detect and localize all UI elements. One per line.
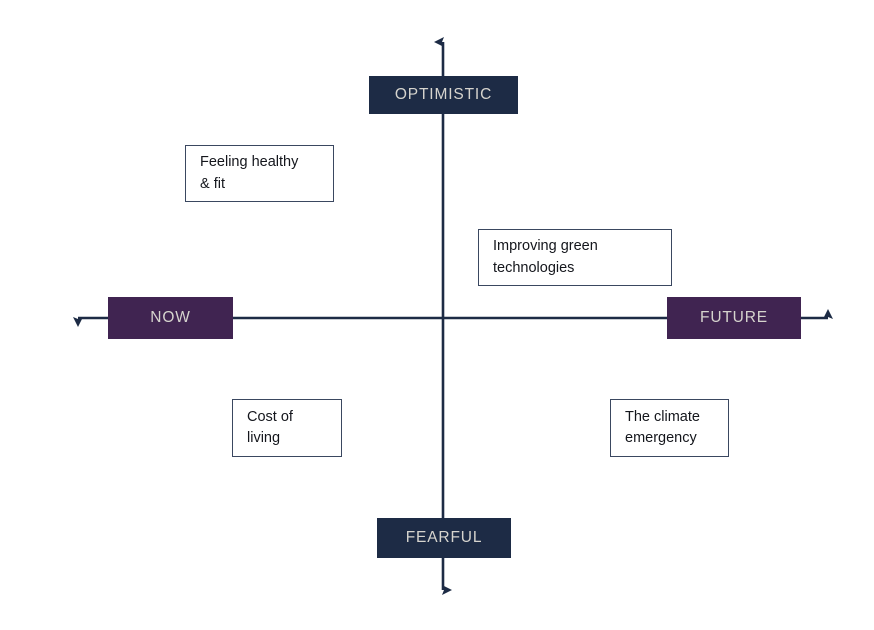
axis-label-now-text: NOW <box>150 309 191 326</box>
axis-label-future[interactable]: FUTURE <box>667 297 801 339</box>
note-card-feeling-healthy[interactable]: Feeling healthy & fit <box>185 145 334 202</box>
axis-label-now[interactable]: NOW <box>108 297 233 339</box>
note-card-improving-green-technologies[interactable]: Improving green technologies <box>478 229 672 286</box>
note-card-the-climate-emergency[interactable]: The climate emergency <box>610 399 729 457</box>
axis-label-fearful-text: FEARFUL <box>405 529 483 546</box>
note-card-cost-of-living[interactable]: Cost of living <box>232 399 342 457</box>
note-card-the-climate-emergency-text: The climate emergency <box>625 408 700 446</box>
axis-label-future-text: FUTURE <box>700 309 768 326</box>
note-card-improving-green-technologies-text: Improving green technologies <box>493 238 598 276</box>
note-card-cost-of-living-text: Cost of living <box>247 408 293 446</box>
note-card-feeling-healthy-text: Feeling healthy & fit <box>200 154 299 192</box>
axis-label-fearful[interactable]: FEARFUL <box>377 518 511 558</box>
axis-label-optimistic[interactable]: OPTIMISTIC <box>369 76 518 114</box>
axis-label-optimistic-text: OPTIMISTIC <box>394 86 493 103</box>
